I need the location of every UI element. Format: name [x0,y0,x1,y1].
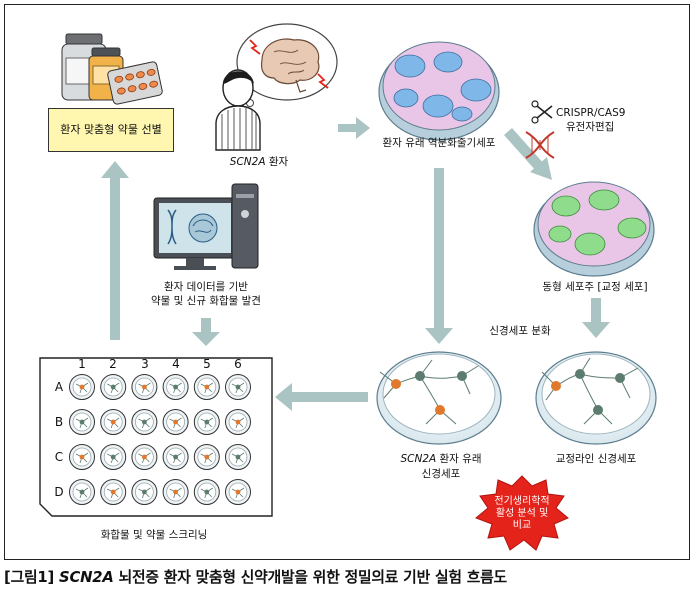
drug-selection-box: 환자 맞춤형 약물 선별 [48,108,174,152]
arrow-neuron-to-plate [275,383,368,411]
plate-well [131,409,158,435]
patient-neuron-dish [376,351,502,445]
isogenic-dish [533,181,655,277]
plate-row-d: D [54,485,64,499]
plate-col-3: 3 [141,357,149,371]
caption-gene: SCN2A [59,569,114,586]
patient-gene: SCN2A [229,156,266,168]
plate-well [162,374,189,400]
plate-well [69,374,95,400]
seizure-icon [249,39,261,55]
isogenic-label: 동형 세포주 [교정 세포] [542,281,648,293]
plate-well [69,444,95,470]
plate-well [193,444,220,470]
arrow-ai-to-plate [192,318,220,346]
plate-well [100,444,127,470]
patient-neuron-label-line2: 신경세포 [421,468,461,480]
plate-col-2: 2 [109,357,117,371]
plate-well [69,409,95,435]
well-plate [39,357,273,517]
plate-col-5: 5 [203,357,211,371]
caption-prefix: [그림1] [4,569,59,586]
arrow-plate-to-selection [101,161,129,340]
ai-label-line2: 약물 및 신규 화합물 발견 [151,295,261,307]
patient-neuron-suffix: 환자 유래 [436,453,482,465]
plate-well [193,409,220,435]
screening-label: 화합물 및 약물 스크리닝 [100,529,208,541]
differentiation-label: 신경세포 분화 [489,325,551,337]
plate-well [131,444,158,470]
plate-col-4: 4 [172,357,180,371]
plate-well [131,374,158,400]
plate-well [162,444,189,470]
corrected-neuron-dish [535,351,657,445]
plate-col-6: 6 [234,357,242,371]
crispr-label: CRISPR/CAS9 [556,107,626,119]
plate-well [225,409,251,435]
patient-suffix: 환자 [265,156,289,168]
arrow-isogenic-to-corrected [582,298,610,338]
patient-neuron-gene: SCN2A [400,453,437,465]
caption-text: 뇌전증 환자 맞춤형 신약개발을 위한 정밀의료 기반 실험 흐름도 [113,569,508,586]
medicine-icon [61,33,163,105]
plate-wells [69,374,251,505]
figure-frame [4,4,690,560]
plate-well [193,374,220,400]
plate-row-b: B [54,415,64,429]
crispr-icon [525,100,555,159]
ai-label-line1: 환자 데이터를 기반 [164,281,248,293]
figure-caption: [그림1] SCN2A 뇌전증 환자 맞춤형 신약개발을 위한 정밀의료 기반 … [4,565,692,591]
ipsc-dish [378,41,500,141]
arrow-ipsc-to-isogenic [504,128,552,180]
flow-arrows [101,117,610,411]
plate-well [193,479,220,505]
patient-icon [215,23,338,151]
plate-well [225,479,251,505]
patient-label: SCN2A 환자 [214,155,304,169]
plate-well [225,444,251,470]
electrophysiology-label: 전기생리학적 활성 분석 및 비교 [470,496,574,532]
plate-well [162,409,189,435]
plate-row-a: A [54,380,64,394]
workflow-diagram [39,23,657,551]
plate-well [100,374,127,400]
arrow-patient-to-ipsc [338,117,370,139]
ipsc-label: 환자 유래 역분화줄기세포 [382,137,496,149]
computer-icon [153,183,259,270]
plate-well [131,479,158,505]
plate-row-c: C [54,450,64,464]
electrophysiology-burst [475,475,569,551]
plate-well [69,479,95,505]
corrected-neuron-label: 교정라인 신경세포 [555,453,637,465]
plate-well [225,374,251,400]
scissors-icon [536,105,553,119]
plate-col-1: 1 [78,357,86,371]
arrow-ipsc-to-neuron [425,168,453,344]
brain-icon [260,38,320,85]
patient-neuron-label: SCN2A 환자 유래 [386,452,496,466]
electro-line2: 활성 분석 및 [495,508,549,519]
electro-line1: 전기생리학적 [494,496,550,507]
plate-well [100,479,127,505]
gene-editing-label: 유전자편집 [566,121,615,133]
plate-well [100,409,127,435]
electro-line3: 비교 [512,520,532,531]
plate-well [162,479,189,505]
